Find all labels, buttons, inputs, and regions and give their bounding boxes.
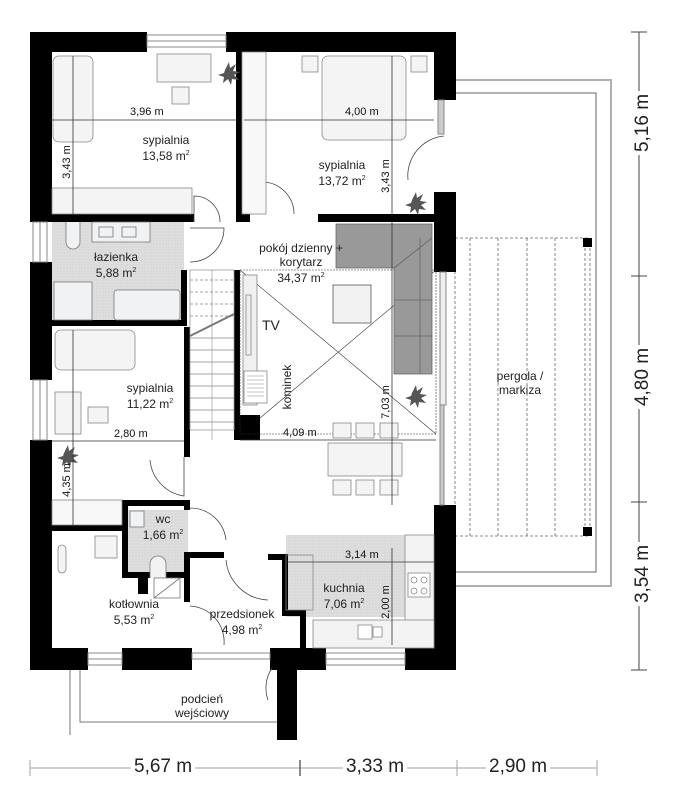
dim-bedroom1-width: 3,96 m bbox=[130, 106, 164, 118]
tv-unit bbox=[242, 274, 268, 406]
dim-right-2: 4,80 m bbox=[632, 344, 655, 410]
dining-set bbox=[327, 422, 403, 496]
room-label-wc: wc 1,66 m2 bbox=[142, 512, 184, 542]
room-label-living-room: pokój dzienny + korytarz 34,37 m2 bbox=[259, 241, 343, 285]
interior-dimension-lines bbox=[52, 56, 436, 645]
kitchen-counters bbox=[285, 534, 435, 649]
dim-right-3: 3,54 m bbox=[632, 541, 655, 607]
room-label-kitchen: kuchnia 7,06 m2 bbox=[323, 581, 365, 611]
dim-bedroom2-depth: 3,43 m bbox=[379, 159, 392, 193]
room-label-bathroom: łazienka 5,88 m2 bbox=[93, 250, 139, 280]
dim-kitchen-width: 3,14 m bbox=[345, 549, 379, 561]
dim-kitchen-depth: 2,00 m bbox=[379, 585, 392, 619]
windows bbox=[32, 34, 447, 666]
room-label-bedroom-1: sypialnia 13,58 m2 bbox=[142, 133, 190, 163]
staircase bbox=[189, 269, 235, 440]
bathroom-fixtures bbox=[53, 221, 181, 599]
fireplace-label: kominek bbox=[280, 364, 294, 410]
corner-sofa bbox=[335, 223, 433, 375]
coffee-table bbox=[332, 284, 372, 324]
dim-bedroom1-depth: 3,43 m bbox=[60, 145, 73, 179]
room-label-bedroom-3: sypialnia 11,22 m2 bbox=[126, 381, 174, 411]
room-label-bedroom-2: sypialnia 13,72 m2 bbox=[318, 158, 366, 188]
dim-living-depth: 7,03 m bbox=[379, 385, 392, 419]
fireplace-grate bbox=[247, 375, 264, 397]
plants bbox=[57, 62, 427, 468]
tv-label: TV bbox=[262, 317, 280, 333]
dim-bottom-1: 5,67 m bbox=[131, 756, 196, 778]
walls bbox=[30, 32, 456, 740]
room-label-boiler-room: kotłownia 5,53 m2 bbox=[108, 597, 160, 627]
dim-bottom-3: 2,90 m bbox=[486, 756, 551, 778]
dim-bedroom2-width: 4,00 m bbox=[345, 106, 379, 118]
dim-bedroom3-depth: 4,35 m bbox=[60, 463, 73, 497]
dim-right-1: 5,16 m bbox=[632, 90, 655, 156]
dim-bottom-2: 3,33 m bbox=[343, 756, 408, 778]
room-label-vestibule: przedsionek 4,98 m2 bbox=[209, 607, 275, 637]
dim-bedroom3-width: 2,80 m bbox=[114, 428, 148, 440]
dim-living-width: 4,09 m bbox=[283, 427, 317, 439]
porch-outline bbox=[69, 670, 282, 735]
room-label-entrance-porch: podcień wejściowy bbox=[174, 692, 229, 720]
bedroom-furniture bbox=[51, 51, 428, 574]
pergola-structure bbox=[454, 79, 612, 587]
room-label-pergola: pergola / markiza bbox=[496, 369, 544, 397]
